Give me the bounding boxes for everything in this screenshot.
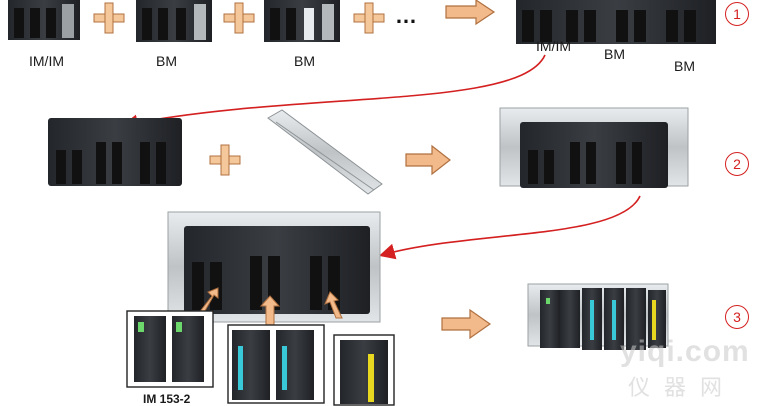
label-assembled-bm-2: BM <box>674 58 695 74</box>
label-bm-1: BM <box>156 53 177 69</box>
ellipsis: … <box>395 3 417 28</box>
modules-on-rail <box>499 107 689 188</box>
label-assembled-im-im: IM/IM <box>536 38 571 54</box>
io-modules-cyan <box>227 324 325 404</box>
bus-module-group <box>48 118 182 186</box>
assembled-bus-modules <box>516 0 716 44</box>
mounting-rail <box>267 109 383 195</box>
label-im-153-2: IM 153-2 <box>143 392 191 406</box>
label-assembled-bm-1: BM <box>604 46 625 62</box>
watermark-cjk: 仪器网 <box>628 376 737 401</box>
complete-station <box>527 283 669 350</box>
step-badge-2: 2 <box>725 152 749 176</box>
im-153-2-modules <box>126 310 214 388</box>
rail-with-bus-modules <box>167 211 381 323</box>
step-badge-3: 3 <box>725 305 749 329</box>
bus-module-bm-2 <box>264 0 340 42</box>
plus-sign-1 <box>93 2 125 34</box>
bus-module-im-im <box>8 0 80 40</box>
bus-module-bm-1 <box>136 0 212 42</box>
plus-sign-3 <box>353 2 385 34</box>
io-module-yellow <box>333 334 395 406</box>
label-im-im: IM/IM <box>29 53 64 69</box>
arrow-right-2 <box>405 144 451 176</box>
label-bm-2: BM <box>294 53 315 69</box>
plus-sign-4 <box>209 144 241 176</box>
step-badge-1: 1 <box>725 2 749 26</box>
watermark-latin: yiqi.com <box>620 335 750 368</box>
connector-arrow-2 <box>378 195 641 260</box>
connector-arrow-1 <box>121 54 546 131</box>
plus-sign-2 <box>223 2 255 34</box>
insert-arrows <box>197 287 343 327</box>
arrow-right-1 <box>445 0 496 26</box>
arrow-right-3 <box>441 308 492 340</box>
